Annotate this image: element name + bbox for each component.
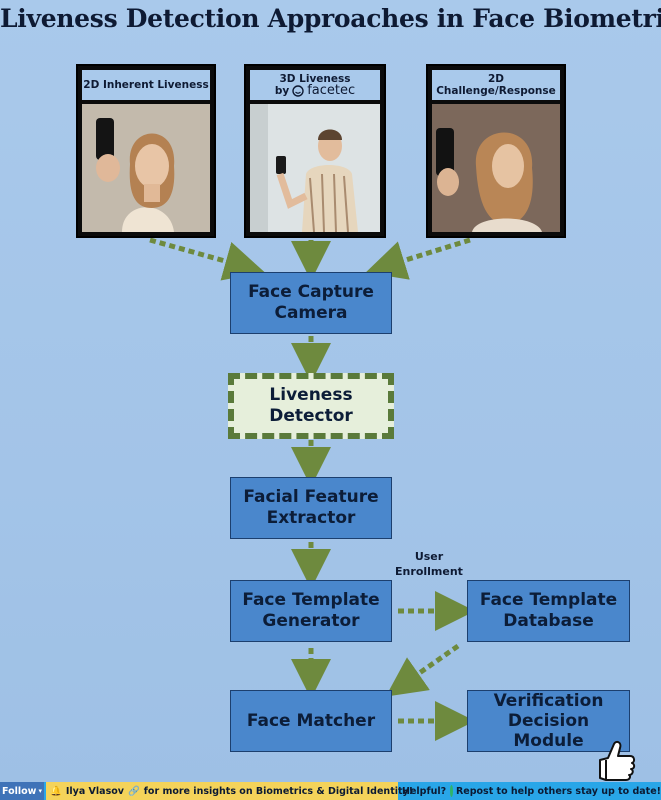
- arrow-card3-capture: [365, 237, 471, 280]
- node-text: Camera: [274, 303, 348, 323]
- node-text: Liveness: [269, 385, 353, 405]
- face-template-generator-box: Face Template Generator: [230, 580, 392, 642]
- promo-text: for more insights on Biometrics & Digita…: [143, 785, 414, 797]
- node-text: Extractor: [266, 508, 356, 528]
- node-text: Generator: [262, 611, 360, 631]
- node-text: Verification: [493, 691, 604, 711]
- repost-icon[interactable]: [450, 785, 453, 797]
- promo-strip: 🔔 Ilya Vlasov 🔗 for more insights on Bio…: [46, 782, 413, 800]
- link-icon: 🔗: [127, 785, 140, 797]
- helpful-label: Helpful?: [402, 785, 447, 797]
- arrow-card1-capture: [149, 237, 265, 281]
- facetec-logo-icon: [292, 85, 304, 97]
- node-text: Module: [513, 731, 584, 751]
- node-text: Face Template: [242, 590, 380, 610]
- node-text: Decision: [507, 711, 590, 731]
- facetec-brand: facetec: [307, 83, 356, 98]
- node-text: Face Capture: [248, 282, 374, 302]
- label-line: Enrollment: [395, 565, 463, 578]
- card-title-line1: 3D Liveness: [279, 73, 351, 85]
- node-text: Face Matcher: [246, 710, 376, 731]
- verification-decision-module-box: Verification Decision Module: [467, 690, 630, 752]
- label-line: User: [414, 550, 444, 563]
- card-title: 2D Inherent Liveness: [82, 70, 210, 100]
- footer-banner: Follow ▾ 🔔 Ilya Vlasov 🔗 for more insigh…: [0, 782, 661, 800]
- person-selfie-photo: [82, 104, 210, 232]
- card-2d-challenge: 2D Challenge/Response: [426, 64, 566, 238]
- node-text: Face Template: [479, 590, 618, 610]
- face-template-database-box: Face Template Database: [467, 580, 630, 642]
- arrow-database-matcher: [385, 643, 460, 697]
- follow-label: Follow: [2, 785, 37, 797]
- repost-strip: Helpful? Repost to help others stay up t…: [402, 782, 661, 800]
- bell-icon: 🔔: [50, 785, 62, 797]
- man-phone-photo: [250, 104, 380, 232]
- user-enrollment-label: User Enrollment: [392, 549, 466, 579]
- facial-feature-extractor-box: Facial Feature Extractor: [230, 477, 392, 539]
- face-capture-camera-box: Face Capture Camera: [230, 272, 392, 334]
- card-title: 3D Liveness by facetec: [250, 70, 380, 100]
- page-title: Liveness Detection Approaches in Face Bi…: [0, 4, 661, 33]
- node-text: Facial Feature: [243, 487, 379, 507]
- card-title: 2D Challenge/Response: [432, 70, 560, 100]
- card-3d-liveness: 3D Liveness by facetec: [244, 64, 386, 238]
- follow-button[interactable]: Follow ▾: [0, 782, 44, 800]
- node-text: Database: [503, 611, 594, 631]
- card-2d-inherent: 2D Inherent Liveness: [76, 64, 216, 238]
- node-text: Detector: [269, 406, 353, 426]
- card-title-by: by: [274, 85, 290, 97]
- thumbs-up-icon[interactable]: [592, 738, 638, 782]
- liveness-detector-box: Liveness Detector: [228, 373, 394, 439]
- author-link[interactable]: Ilya Vlasov: [65, 785, 124, 797]
- face-matcher-box: Face Matcher: [230, 690, 392, 752]
- chevron-down-icon: ▾: [38, 787, 42, 795]
- repost-text: Repost to help others stay up to date!: [455, 785, 661, 797]
- woman-selfie-photo: [432, 104, 560, 232]
